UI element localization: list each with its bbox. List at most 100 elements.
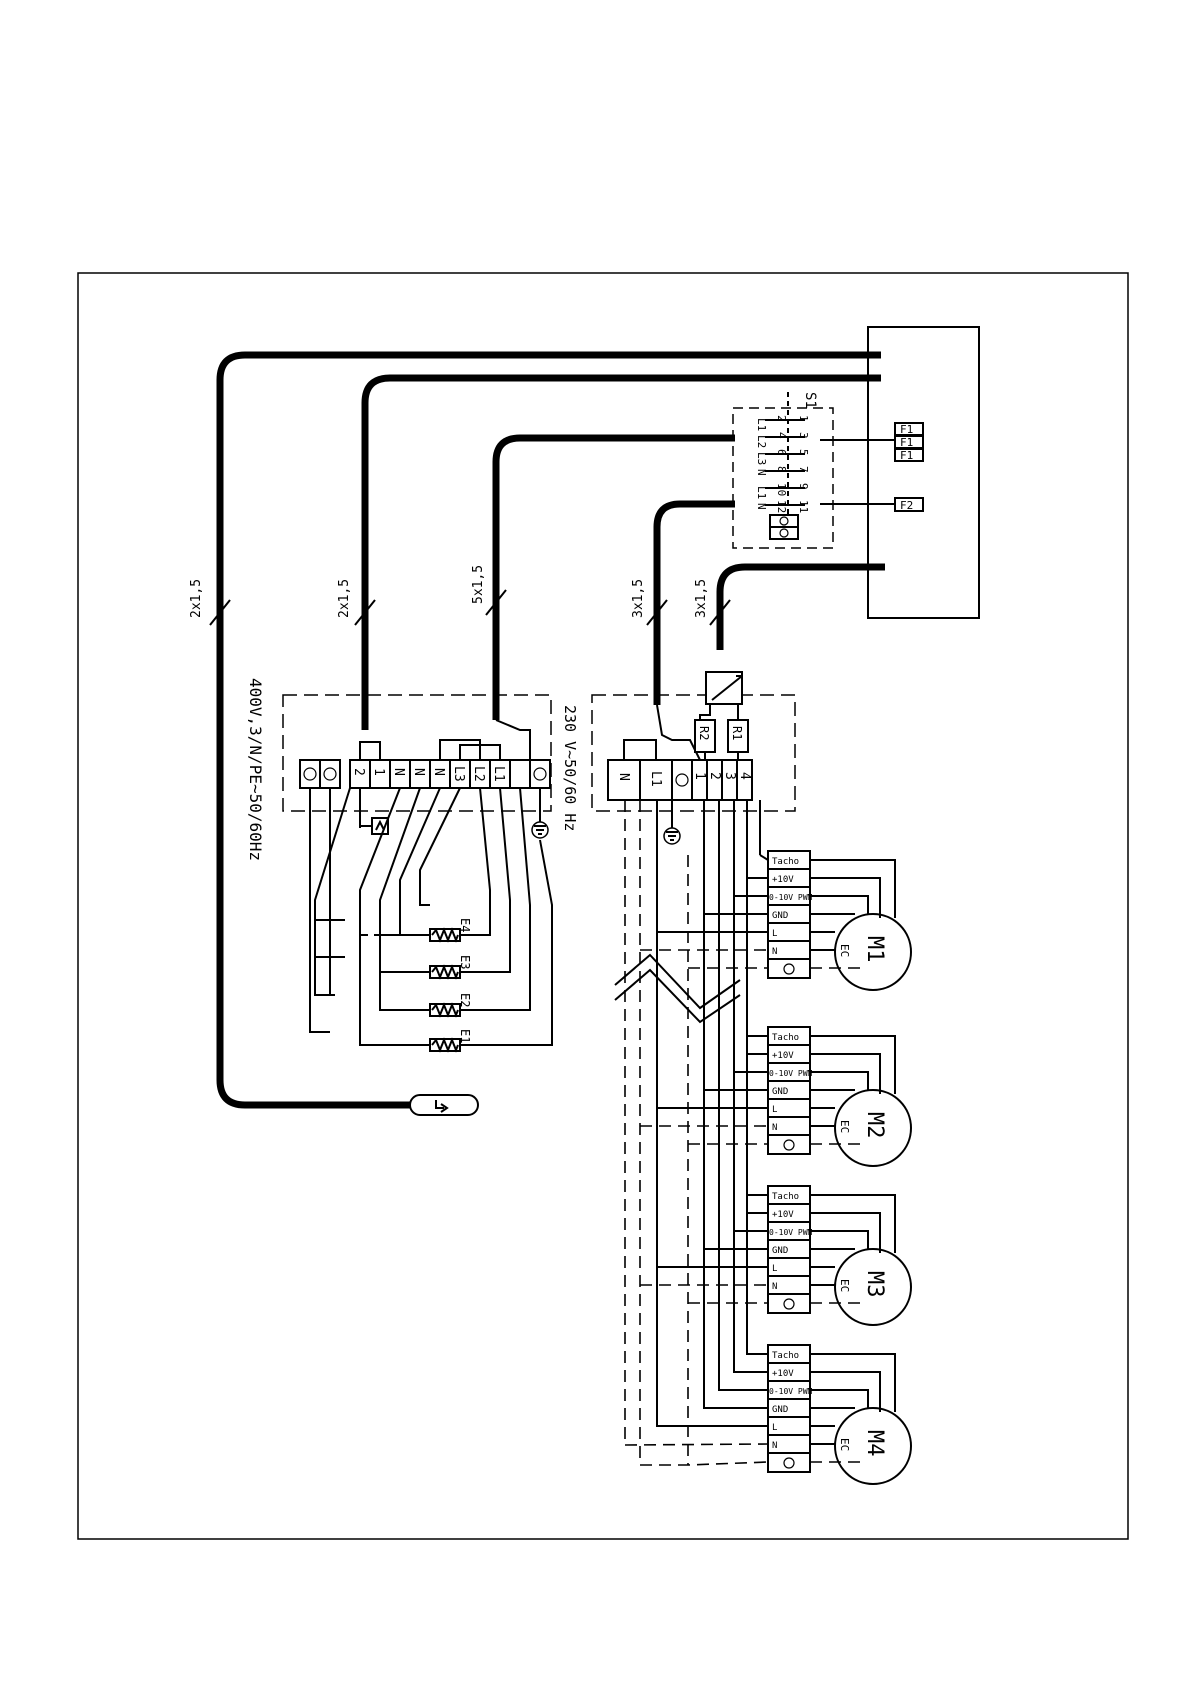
control-earth-icon bbox=[663, 800, 681, 845]
m3-term-l: L bbox=[772, 1264, 777, 1274]
m3-term-10v: +10V bbox=[772, 1210, 794, 1220]
s1-lower-2: 4 bbox=[775, 432, 788, 439]
cable-label-3: 5x1,5 bbox=[471, 565, 486, 604]
ct-label-n: N bbox=[616, 773, 631, 781]
fuse-f1-c bbox=[894, 448, 924, 462]
s1-phase-2: L2 bbox=[755, 435, 768, 448]
motor-m1-type: EC bbox=[838, 944, 851, 957]
s1-lower-1: 2 bbox=[775, 415, 788, 422]
fuses: F1 F1 F1 F2 bbox=[820, 422, 924, 512]
cable-thermostat bbox=[216, 351, 881, 1109]
switch-s1-terminal-labels: 2 4 6 8 10 12 1 3 5 7 9 11 L1 L2 L3 N L1… bbox=[755, 415, 810, 513]
mt-label-6: L3 bbox=[451, 766, 466, 782]
mt-label-1: 1 bbox=[371, 768, 386, 776]
switch-s1-label: S1 bbox=[802, 392, 818, 409]
s1-lower-3: 6 bbox=[775, 449, 788, 456]
motor-m2-circle bbox=[834, 1089, 912, 1167]
motor-m4-label: M4 bbox=[862, 1430, 887, 1457]
cable-label-1: 2x1,5 bbox=[189, 579, 204, 618]
motor-m4-circle bbox=[834, 1407, 912, 1485]
thermostat-icon bbox=[435, 1100, 449, 1113]
ct-label-3: 3 bbox=[722, 772, 737, 780]
motor-m3-type: EC bbox=[838, 1279, 851, 1292]
s1-lower-5: 10 bbox=[775, 483, 788, 496]
m4-term-pwm: 0-10V PWM bbox=[769, 1387, 813, 1396]
fuse-label-1: F1 bbox=[900, 423, 913, 436]
resistor-label-r2: R2 bbox=[697, 726, 711, 740]
control-panel-box bbox=[867, 326, 980, 619]
ct-label-1: 1 bbox=[692, 772, 707, 780]
cable-sensor bbox=[716, 563, 885, 650]
ct-label-2: 2 bbox=[707, 772, 722, 780]
fuse-label-3: F1 bbox=[900, 449, 913, 462]
s1-phase-5: L1 bbox=[755, 486, 768, 499]
cable-main bbox=[492, 434, 735, 720]
m2-term-tacho: Tacho bbox=[772, 1033, 799, 1043]
control-terminal-strip bbox=[607, 759, 753, 801]
motor-m2-label: M2 bbox=[862, 1112, 887, 1139]
m4-term-10v: +10V bbox=[772, 1369, 794, 1379]
m2-term-n: N bbox=[772, 1123, 777, 1133]
control-terminal-box bbox=[591, 694, 796, 812]
m3-term-gnd: GND bbox=[772, 1246, 788, 1256]
fuse-f2 bbox=[894, 497, 924, 512]
m3-term-n: N bbox=[772, 1282, 777, 1292]
m1-term-tacho: Tacho bbox=[772, 857, 799, 867]
main-terminal-labels: 1 2 N N N L3 L2 L1 bbox=[351, 766, 506, 782]
s1-upper-3: 5 bbox=[797, 449, 810, 456]
main-earth-icon bbox=[531, 788, 549, 839]
s1-phase-4: N bbox=[755, 469, 768, 476]
s1-phase-3: L3 bbox=[755, 452, 768, 465]
cable-label-4: 3x1,5 bbox=[631, 579, 646, 618]
m1-term-n: N bbox=[772, 947, 777, 957]
mt-label-5: N bbox=[431, 768, 446, 776]
s1-phase-6: N bbox=[755, 503, 768, 510]
s1-upper-1: 1 bbox=[797, 415, 810, 422]
ct-label-l1: L1 bbox=[648, 771, 663, 787]
s1-upper-4: 7 bbox=[797, 466, 810, 473]
motor-bus-wiring bbox=[624, 800, 761, 1465]
m4-term-gnd: GND bbox=[772, 1405, 788, 1415]
m2-term-l: L bbox=[772, 1105, 777, 1115]
m3-term-pwm: 0-10V PWM bbox=[769, 1228, 813, 1237]
m1-term-l: L bbox=[772, 929, 777, 939]
m4-term-l: L bbox=[772, 1423, 777, 1433]
break-symbol bbox=[614, 953, 741, 1024]
switch-earth-terminal-2 bbox=[769, 526, 799, 540]
s1-lower-6: 12 bbox=[775, 500, 788, 513]
motor-m1-circle bbox=[834, 913, 912, 991]
cable-control bbox=[653, 500, 735, 705]
m2-term-gnd: GND bbox=[772, 1087, 788, 1097]
motor-m3-label: M3 bbox=[862, 1271, 887, 1298]
m2-term-10v: +10V bbox=[772, 1051, 794, 1061]
motor-branch-wiring bbox=[624, 854, 769, 1466]
switch-s1-housing bbox=[732, 407, 834, 549]
heater-elements: E4 E3 E2 E1 bbox=[429, 918, 472, 1053]
cable-label-5: 3x1,5 bbox=[694, 579, 709, 618]
resistor-label-r1: R1 bbox=[730, 726, 744, 740]
s1-phase-1: L1 bbox=[755, 418, 768, 431]
main-supply-label: 400V,3/N/PE~50/60Hz bbox=[246, 678, 265, 861]
main-terminal-box bbox=[282, 694, 552, 812]
mt-label-3: N bbox=[391, 768, 406, 776]
m4-term-tacho: Tacho bbox=[772, 1351, 799, 1361]
fuse-label-4: F2 bbox=[900, 499, 913, 512]
motor-m4: Tacho +10V 0-10V PWM GND L N M4 EC bbox=[767, 1344, 912, 1485]
heater-label-e2: E2 bbox=[458, 993, 472, 1007]
m1-term-gnd: GND bbox=[772, 911, 788, 921]
motor-m1-label: M1 bbox=[862, 936, 887, 963]
motor-m3-circle bbox=[834, 1248, 912, 1326]
heater-label-e3: E3 bbox=[458, 955, 472, 969]
fuse-label-2: F1 bbox=[900, 436, 913, 449]
s1-lower-4: 8 bbox=[775, 466, 788, 473]
cable-interlock bbox=[361, 374, 881, 730]
mt-label-7: L2 bbox=[471, 766, 486, 782]
motor-m4-type: EC bbox=[838, 1438, 851, 1451]
m4-term-n: N bbox=[772, 1441, 777, 1451]
motor-m3: Tacho +10V 0-10V PWM GND L N M3 EC bbox=[767, 1185, 912, 1326]
mt-label-8: L1 bbox=[491, 766, 506, 782]
ct-label-4: 4 bbox=[737, 772, 752, 780]
heater-label-e1: E1 bbox=[458, 1029, 472, 1043]
m3-term-tacho: Tacho bbox=[772, 1192, 799, 1202]
